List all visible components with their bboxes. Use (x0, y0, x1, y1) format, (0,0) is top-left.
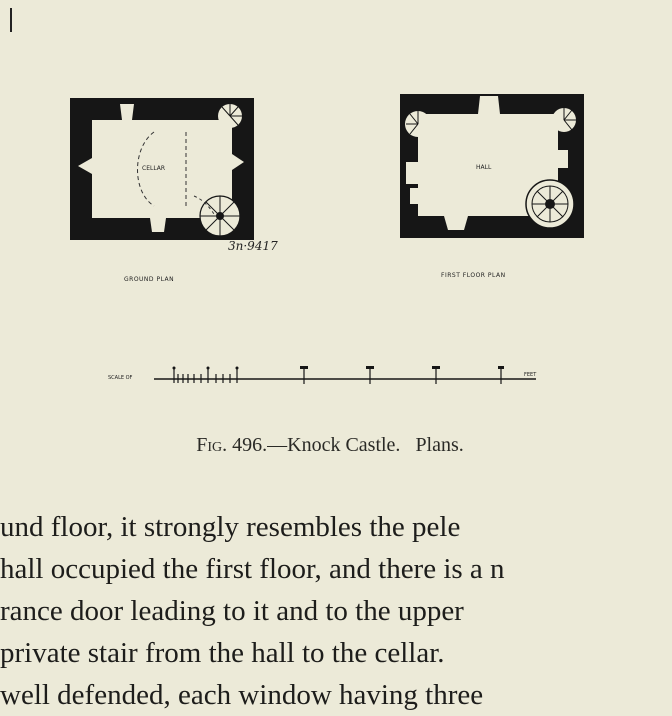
scale-bar: SCALE OF FEET (106, 360, 556, 394)
body-text: und floor, it strongly resembles the pel… (0, 506, 672, 716)
first-floor-plan: HALL (398, 92, 586, 240)
signature: 3n·9417 (228, 239, 278, 253)
page-edge-mark (10, 8, 12, 32)
text-line: rance door leading to it and to the uppe… (0, 595, 464, 627)
caption-title: —Knock Castle. (267, 434, 401, 456)
figure-caption: Fig. 496.—Knock Castle. Plans. (0, 434, 660, 457)
text-line: private stair from the hall to the cella… (0, 637, 445, 669)
text-line: hall occupied the first floor, and there… (0, 553, 505, 585)
text-line: well defended, each window having three (0, 679, 484, 711)
first-floor-plan-label: FIRST FLOOR PLAN (441, 272, 506, 279)
caption-number: Fig. 496. (196, 434, 268, 456)
text-line: und floor, it strongly resembles the pel… (0, 511, 461, 543)
caption-subtitle: Plans. (415, 434, 464, 456)
scale-end-label: FEET (524, 372, 537, 378)
scale-label: SCALE OF (108, 375, 133, 381)
ground-plan: CELLAR (68, 96, 256, 242)
ground-plan-label: GROUND PLAN (124, 276, 175, 283)
hall-label: HALL (476, 164, 492, 171)
cellar-label: CELLAR (142, 165, 166, 172)
